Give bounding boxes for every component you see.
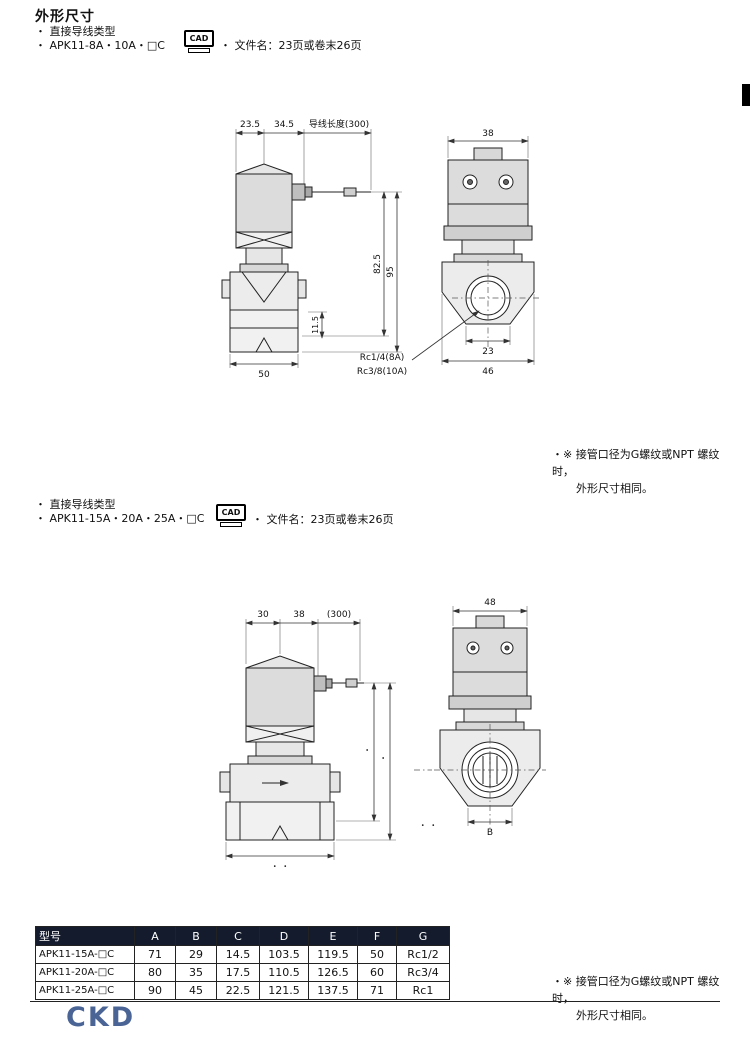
thread-note-2: ・※ 接管口径为G螺纹或NPT 螺纹时， 外形尺寸相同。 (552, 973, 737, 1024)
side-view-15a (219, 655, 364, 841)
dim-front-top: 38 (482, 129, 494, 139)
cell-A: 90 (134, 981, 176, 1000)
dim-height-825: 82.5 (373, 254, 383, 274)
cell-E: 126.5 (308, 963, 358, 982)
col-E: E (308, 926, 358, 946)
cell-model: APK11-15A-□C (35, 945, 135, 964)
col-F: F (357, 926, 397, 946)
cad-icon-label: CAD (184, 30, 214, 47)
table-row: APK11-20A-□C 80 35 17.5 110.5 126.5 60 R… (35, 963, 450, 982)
col-model: 型号 (35, 926, 135, 946)
cell-model: APK11-20A-□C (35, 963, 135, 982)
col-G: G (396, 926, 450, 946)
cad-icon-2-label: CAD (216, 504, 246, 521)
cell-D: 103.5 (259, 945, 309, 964)
centerlines (414, 724, 546, 828)
cad-icon-keyboard (188, 48, 210, 53)
dim-width-1: 23.5 (240, 120, 260, 130)
cell-C: 22.5 (216, 981, 260, 1000)
cell-B: 45 (175, 981, 217, 1000)
dimension-lines (225, 608, 528, 859)
port-label-rc14: Rc1/4(8A) (360, 353, 405, 363)
dim-side-h2: ・ (379, 754, 388, 762)
cell-F: 50 (357, 945, 397, 964)
drawing-apk11-8a-10a: 23.5 34.5 导线长度(300) 50 82.5 95 11.5 38 2… (221, 118, 542, 380)
cell-E: 137.5 (308, 981, 358, 1000)
section2-model-line: ・ APK11-15A・20A・25A・□C (35, 512, 205, 525)
footer-rule (30, 1001, 720, 1002)
table-header-row: 型号 A B C D E F G (35, 926, 450, 946)
dimension-lines (229, 130, 535, 367)
thread-note-1: ・※ 接管口径为G螺纹或NPT 螺纹时， 外形尺寸相同。 (552, 446, 737, 497)
thread-note-line1: ・※ 接管口径为G螺纹或NPT 螺纹时， (552, 448, 720, 478)
page-edge-tab (742, 84, 750, 106)
cell-G: Rc3/4 (396, 963, 450, 982)
cell-B: 29 (175, 945, 217, 964)
col-C: C (216, 926, 260, 946)
table-row: APK11-25A-□C 90 45 22.5 121.5 137.5 71 R… (35, 981, 450, 1000)
dim-height-95: 95 (386, 266, 396, 277)
cell-A: 80 (134, 963, 176, 982)
dim-front-inner: 23 (482, 347, 493, 357)
dimension-table: 型号 A B C D E F G APK11-15A-□C 71 29 14.5… (35, 926, 450, 1000)
cell-C: 14.5 (216, 945, 260, 964)
dim-lead-300: (300) (327, 610, 351, 620)
thread-note-line2: 外形尺寸相同。 (576, 482, 653, 495)
section2-file-note: ・ 文件名：23页或卷末26页 (252, 513, 394, 526)
cad-icon: CAD (184, 30, 214, 53)
dim-left-label: ・ ・ (419, 821, 438, 830)
port-label-rc38: Rc3/8(10A) (357, 367, 407, 377)
drawing-apk11-15a-25a: 30 38 (300) ・ ・ ・ ・ 48 B ・ ・ (219, 598, 546, 871)
dim-front-48: 48 (484, 598, 496, 608)
dim-height-115: 11.5 (311, 316, 320, 334)
cell-C: 17.5 (216, 963, 260, 982)
dim-base-width: 50 (258, 370, 270, 380)
dim-lead-length: 导线长度(300) (309, 118, 369, 130)
cell-F: 71 (357, 981, 397, 1000)
cell-D: 121.5 (259, 981, 309, 1000)
section1-type-line: ・ 直接导线类型 (35, 25, 116, 38)
dim-width-30: 30 (257, 610, 269, 620)
col-B: B (175, 926, 217, 946)
dim-base-label: ・ ・ (271, 862, 290, 871)
cad-icon-2: CAD (216, 504, 246, 527)
cad-icon-2-keyboard (220, 522, 242, 527)
dim-side-h1: ・ (363, 746, 372, 754)
cell-E: 119.5 (308, 945, 358, 964)
cell-G: Rc1 (396, 981, 450, 1000)
cell-G: Rc1/2 (396, 945, 450, 964)
front-view-15a (439, 615, 541, 807)
front-view-8a (441, 147, 535, 325)
col-A: A (134, 926, 176, 946)
dim-width-2: 34.5 (274, 120, 294, 130)
dim-width-38: 38 (293, 610, 305, 620)
cell-D: 110.5 (259, 963, 309, 982)
centerlines (452, 260, 542, 350)
ckd-logo: CKD (66, 1002, 136, 1033)
cell-model: APK11-25A-□C (35, 981, 135, 1000)
thread-note-line2: 外形尺寸相同。 (576, 1009, 653, 1022)
col-D: D (259, 926, 309, 946)
section1-model-line: ・ APK11-8A・10A・□C (35, 39, 165, 52)
dim-front-B: B (487, 828, 493, 838)
table-row: APK11-15A-□C 71 29 14.5 103.5 119.5 50 R… (35, 945, 450, 964)
section1-file-note: ・ 文件名：23页或卷末26页 (220, 39, 362, 52)
page-title: 外形尺寸 (35, 9, 95, 25)
cell-A: 71 (134, 945, 176, 964)
side-view-8a (221, 163, 371, 353)
section2-type-line: ・ 直接导线类型 (35, 498, 116, 511)
cell-F: 60 (357, 963, 397, 982)
cell-B: 35 (175, 963, 217, 982)
dim-front-base: 46 (482, 367, 494, 377)
